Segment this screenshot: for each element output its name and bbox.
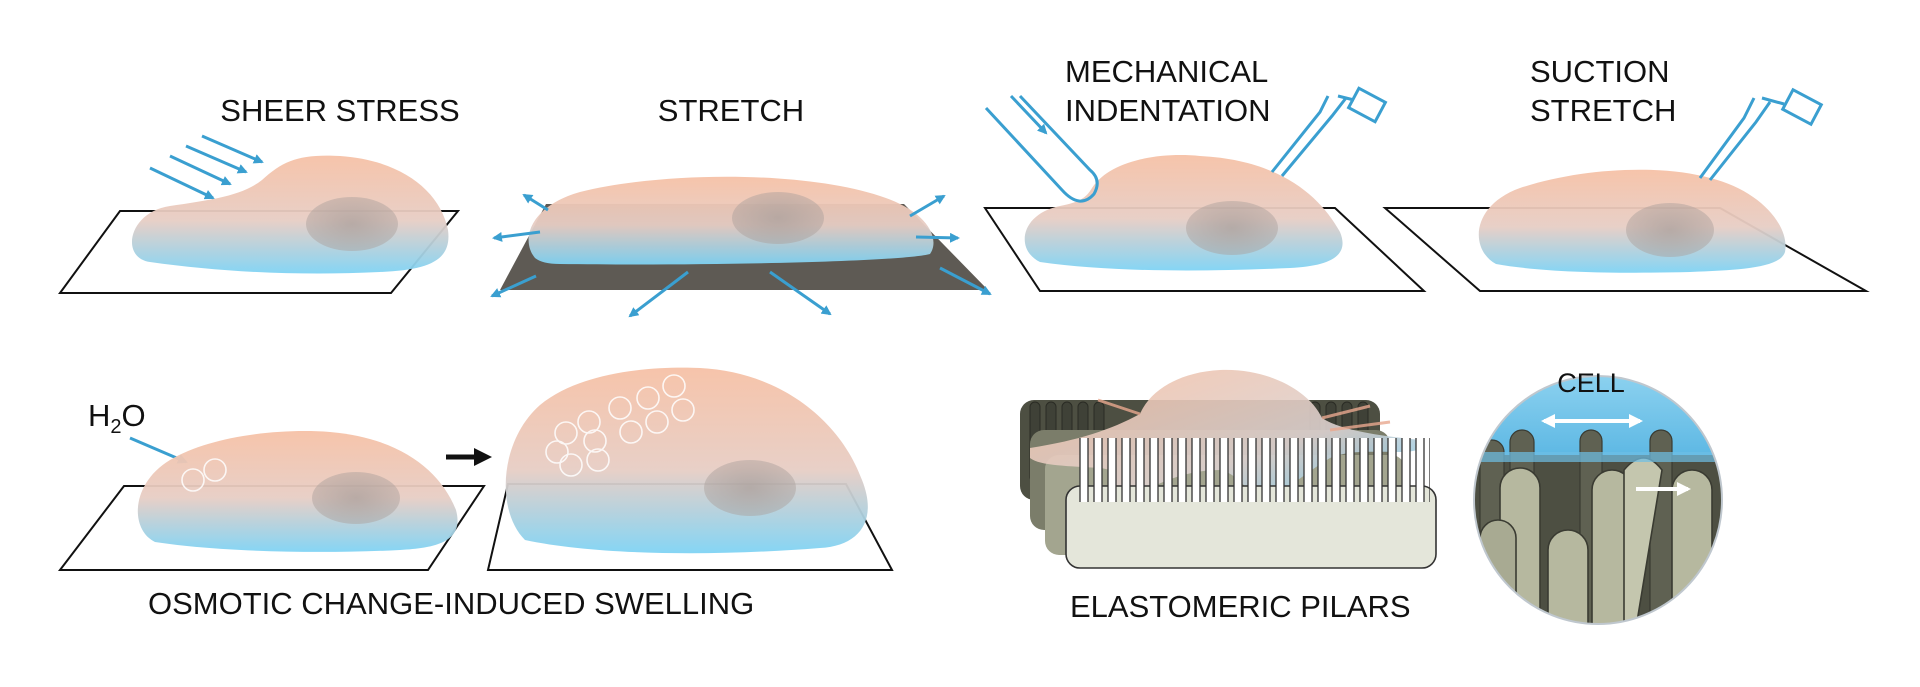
nucleus	[704, 460, 796, 516]
label-indentation: INDENTATION	[1065, 93, 1271, 128]
label-stretch: STRETCH	[658, 93, 804, 128]
label-sheer-stress: SHEER STRESS	[220, 93, 459, 128]
panel-mechanical-indentation: MECHANICAL INDENTATION	[985, 54, 1424, 291]
panel-elastomeric-pilars: ELASTOMERIC PILARS	[1020, 370, 1436, 624]
pillars-front	[1066, 438, 1436, 568]
micropipette	[1272, 88, 1385, 176]
nucleus	[732, 192, 824, 244]
cell-body-swollen	[506, 368, 868, 554]
label-mechanical: MECHANICAL	[1065, 54, 1268, 89]
panel-suction-stretch: SUCTION STRETCH	[1385, 54, 1866, 291]
indent-arrow	[1011, 96, 1046, 133]
label-cell: CELL	[1557, 368, 1625, 398]
transition-arrowhead	[474, 448, 492, 466]
panel-osmotic-swelling: H2O OSMOTIC CHANGE-INDUCED SWEL	[60, 368, 892, 621]
nucleus	[306, 197, 398, 251]
zoom-inset: CELL	[1470, 368, 1730, 670]
label-h2o: H2O	[88, 398, 146, 438]
cell-body-before	[138, 431, 458, 552]
pillar-array	[1076, 438, 1430, 502]
label-suction-stretch: STRETCH	[1530, 93, 1676, 128]
panel-sheer-stress: SHEER STRESS	[60, 93, 460, 293]
nucleus	[312, 472, 400, 524]
suction-pipette	[1700, 90, 1821, 180]
label-suction: SUCTION	[1530, 54, 1670, 89]
flow-arrows	[150, 136, 262, 198]
nucleus	[1186, 201, 1278, 255]
cell-body	[1025, 155, 1343, 270]
label-osmotic: OSMOTIC CHANGE-INDUCED SWELLING	[148, 586, 754, 621]
cell-body	[529, 177, 934, 265]
panel-stretch: STRETCH	[492, 93, 990, 316]
label-pilars: ELASTOMERIC PILARS	[1070, 589, 1411, 624]
cell-body	[132, 156, 448, 274]
nucleus	[1626, 203, 1714, 257]
